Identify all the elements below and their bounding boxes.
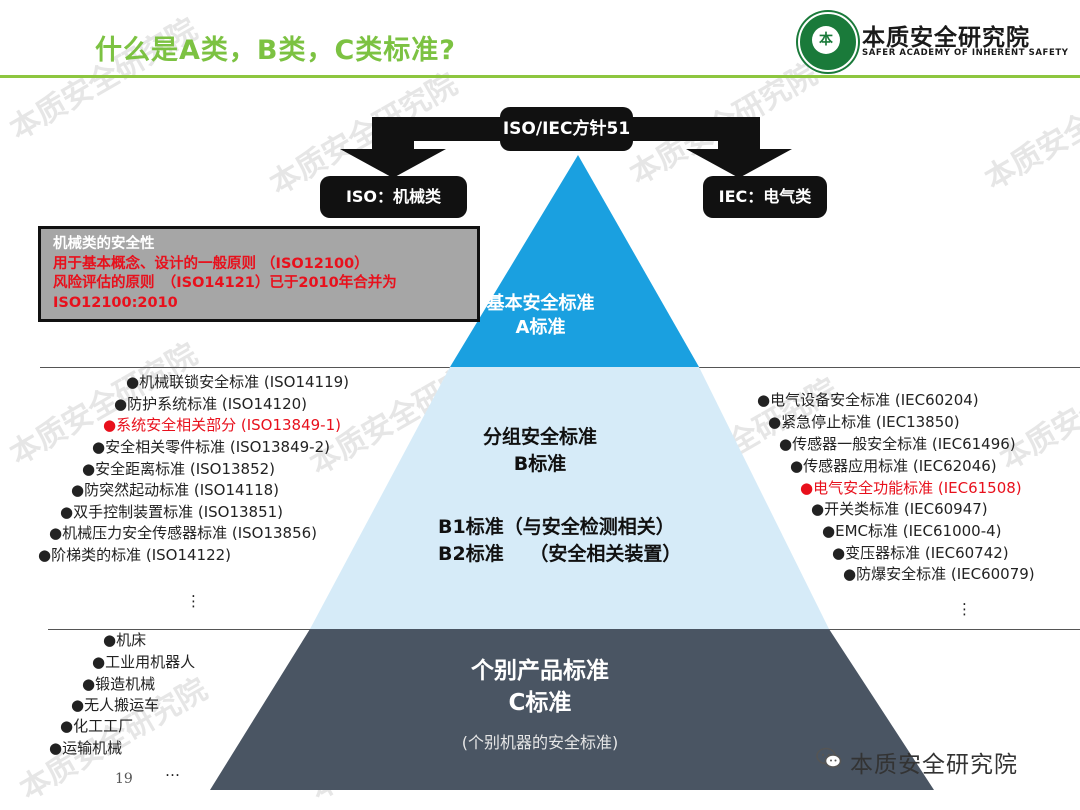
level-c-trapezoid — [210, 629, 934, 790]
list-item: ●运输机械 — [49, 739, 123, 757]
more-items-ellipsis: ⋮ — [957, 600, 972, 618]
list-item: ●传感器应用标准 (IEC62046) — [790, 457, 997, 475]
divider-line — [690, 367, 1080, 368]
list-item: ●紧急停止标准 (IEC13850) — [768, 413, 960, 431]
box-heading: 机械类的安全性 — [53, 236, 155, 252]
level-a-triangle — [450, 155, 699, 367]
logo-mark-icon: 本 — [812, 26, 840, 54]
logo-name-cn: 本质安全研究院 — [862, 25, 1030, 51]
wechat-icon — [816, 747, 842, 768]
list-item: ●双手控制装置标准 (ISO13851) — [60, 503, 284, 521]
page-title: 什么是A类，B类，C类标准? — [95, 35, 456, 66]
page-number: 19 — [115, 771, 133, 787]
list-item: ●传感器一般安全标准 (IEC61496) — [779, 435, 1016, 453]
level-c-subtitle: C标准 — [508, 690, 572, 716]
list-item: ●安全相关零件标准 (ISO13849-2) — [92, 438, 330, 456]
level-c-label: 个别产品标准 C标准 — [440, 655, 640, 719]
branch-arrows — [340, 117, 792, 178]
level-b-title: 分组安全标准 — [482, 426, 597, 448]
list-item: ●EMC标准 (IEC61000-4) — [822, 522, 1002, 540]
level-b2-label: B2标准 （安全相关装置） — [438, 543, 682, 565]
footer-brand: 本质安全研究院 — [850, 752, 1018, 778]
list-item: ●机床 — [103, 631, 147, 649]
level-a-subtitle: A标准 — [515, 317, 566, 338]
level-b-trapezoid — [310, 367, 829, 629]
list-item: ●电气设备安全标准 (IEC60204) — [757, 391, 979, 409]
level-b-categories: B1标准（与安全检测相关） B2标准 （安全相关装置） — [410, 514, 730, 568]
right-branch-arrow — [633, 117, 792, 178]
more-items-ellipsis: ⋮ — [186, 592, 201, 610]
iso-machinery-node: ISO：机械类 — [320, 176, 467, 218]
divider-line — [40, 367, 460, 368]
list-item: ●工业用机器人 — [92, 653, 196, 671]
list-item: ●变压器标准 (IEC60742) — [832, 544, 1009, 562]
level-a-title: 基本安全标准 — [486, 293, 595, 314]
level-c-title: 个别产品标准 — [471, 658, 609, 684]
machinery-safety-box: 机械类的安全性 用于基本概念、设计的一般原则 （ISO12100） 风险评估的原… — [38, 226, 480, 322]
level-b-subtitle: B标准 — [513, 453, 567, 475]
iso-iec-guide-node: ISO/IEC方针51 — [500, 107, 633, 151]
list-item-highlighted: ●系统安全相关部分 (ISO13849-1) — [103, 416, 341, 434]
list-item-highlighted: ●电气安全功能标准 (IEC61508) — [800, 479, 1022, 497]
box-line: 风险评估的原则 （ISO14121）已于2010年合并为 — [53, 275, 397, 291]
list-item: ●机械压力安全传感器标准 (ISO13856) — [49, 524, 318, 542]
divider-line — [822, 629, 1080, 630]
box-line: ISO12100:2010 — [53, 294, 178, 311]
box-line: 用于基本概念、设计的一般原则 （ISO12100） — [53, 255, 369, 272]
level-a-label: 基本安全标准 A标准 — [448, 292, 633, 340]
level-b1-label: B1标准（与安全检测相关） — [438, 516, 675, 538]
divider-line — [48, 629, 310, 630]
list-item: ●阶梯类的标准 (ISO14122) — [38, 546, 232, 564]
level-b-label: 分组安全标准 B标准 — [440, 424, 640, 478]
list-item: ●防突然起动标准 (ISO14118) — [71, 481, 280, 499]
left-branch-arrow — [340, 117, 500, 178]
logo-name-en: SAFER ACADEMY OF INHERENT SAFETY — [862, 48, 1069, 58]
list-item: ●无人搬运车 — [71, 696, 160, 714]
list-item: ●防爆安全标准 (IEC60079) — [843, 565, 1035, 583]
list-item: ●防护系统标准 (ISO14120) — [114, 395, 308, 413]
list-item: ●机械联锁安全标准 (ISO14119) — [126, 373, 350, 391]
level-c-note: (个别机器的安全标准) — [461, 733, 619, 752]
list-item: ●锻造机械 — [82, 675, 156, 693]
more-products-ellipsis: … — [165, 762, 180, 780]
list-item: ●开关类标准 (IEC60947) — [811, 500, 988, 518]
iec-electrical-node: IEC：电气类 — [703, 176, 827, 218]
list-item: ●化工工厂 — [60, 717, 134, 735]
list-item: ●安全距离标准 (ISO13852) — [82, 460, 276, 478]
header-divider — [0, 75, 1080, 78]
